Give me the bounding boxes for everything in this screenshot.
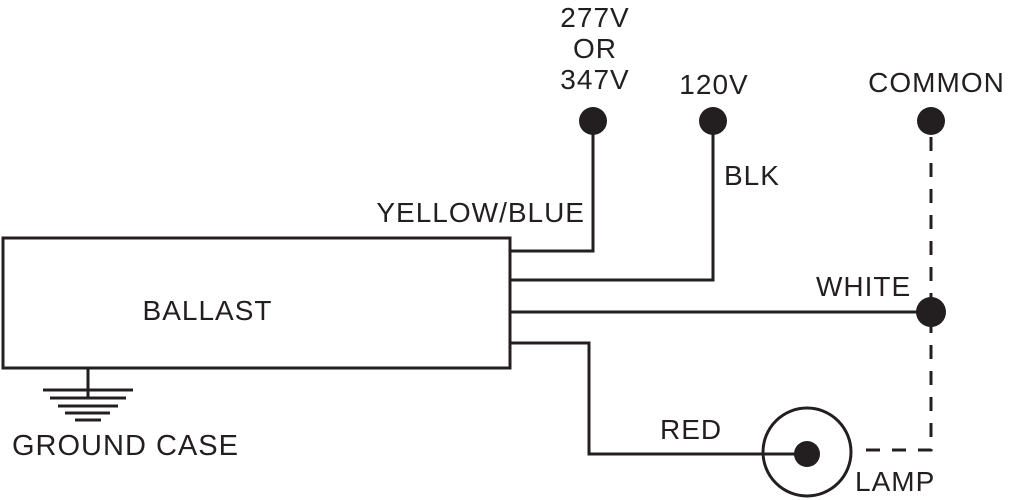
ballast-box <box>1 236 512 370</box>
label-common-terminal: COMMON <box>868 67 1005 98</box>
label-lamp: LAMP <box>855 466 936 497</box>
label-347v: 347V <box>560 64 630 95</box>
wire-black <box>510 132 715 282</box>
terminal-dot-277v-347v <box>579 107 607 135</box>
wire-yellow-blue <box>510 132 595 253</box>
wire-red <box>510 341 805 456</box>
label-yellow-blue-wire: YELLOW/BLUE <box>376 197 585 228</box>
label-ballast: BALLAST <box>142 295 273 326</box>
label-white-wire: WHITE <box>816 271 912 302</box>
terminal-dot-120v <box>699 107 727 135</box>
label-120v-terminal: 120V <box>679 69 749 100</box>
label-red-wire: RED <box>660 414 723 445</box>
wire-common-dashed <box>864 137 933 452</box>
label-ground-case: GROUND CASE <box>12 430 239 462</box>
label-277v: 277V <box>560 2 630 33</box>
label-black-wire: BLK <box>724 160 780 191</box>
terminal-dot-common <box>917 107 945 135</box>
junction-dot-white <box>916 297 946 327</box>
lamp-center-dot <box>794 441 820 467</box>
label-or: OR <box>573 33 617 64</box>
lamp-circle <box>761 406 853 498</box>
ground-symbol <box>43 368 133 422</box>
label-high-voltage-terminal: 277V OR 347V <box>533 2 657 95</box>
